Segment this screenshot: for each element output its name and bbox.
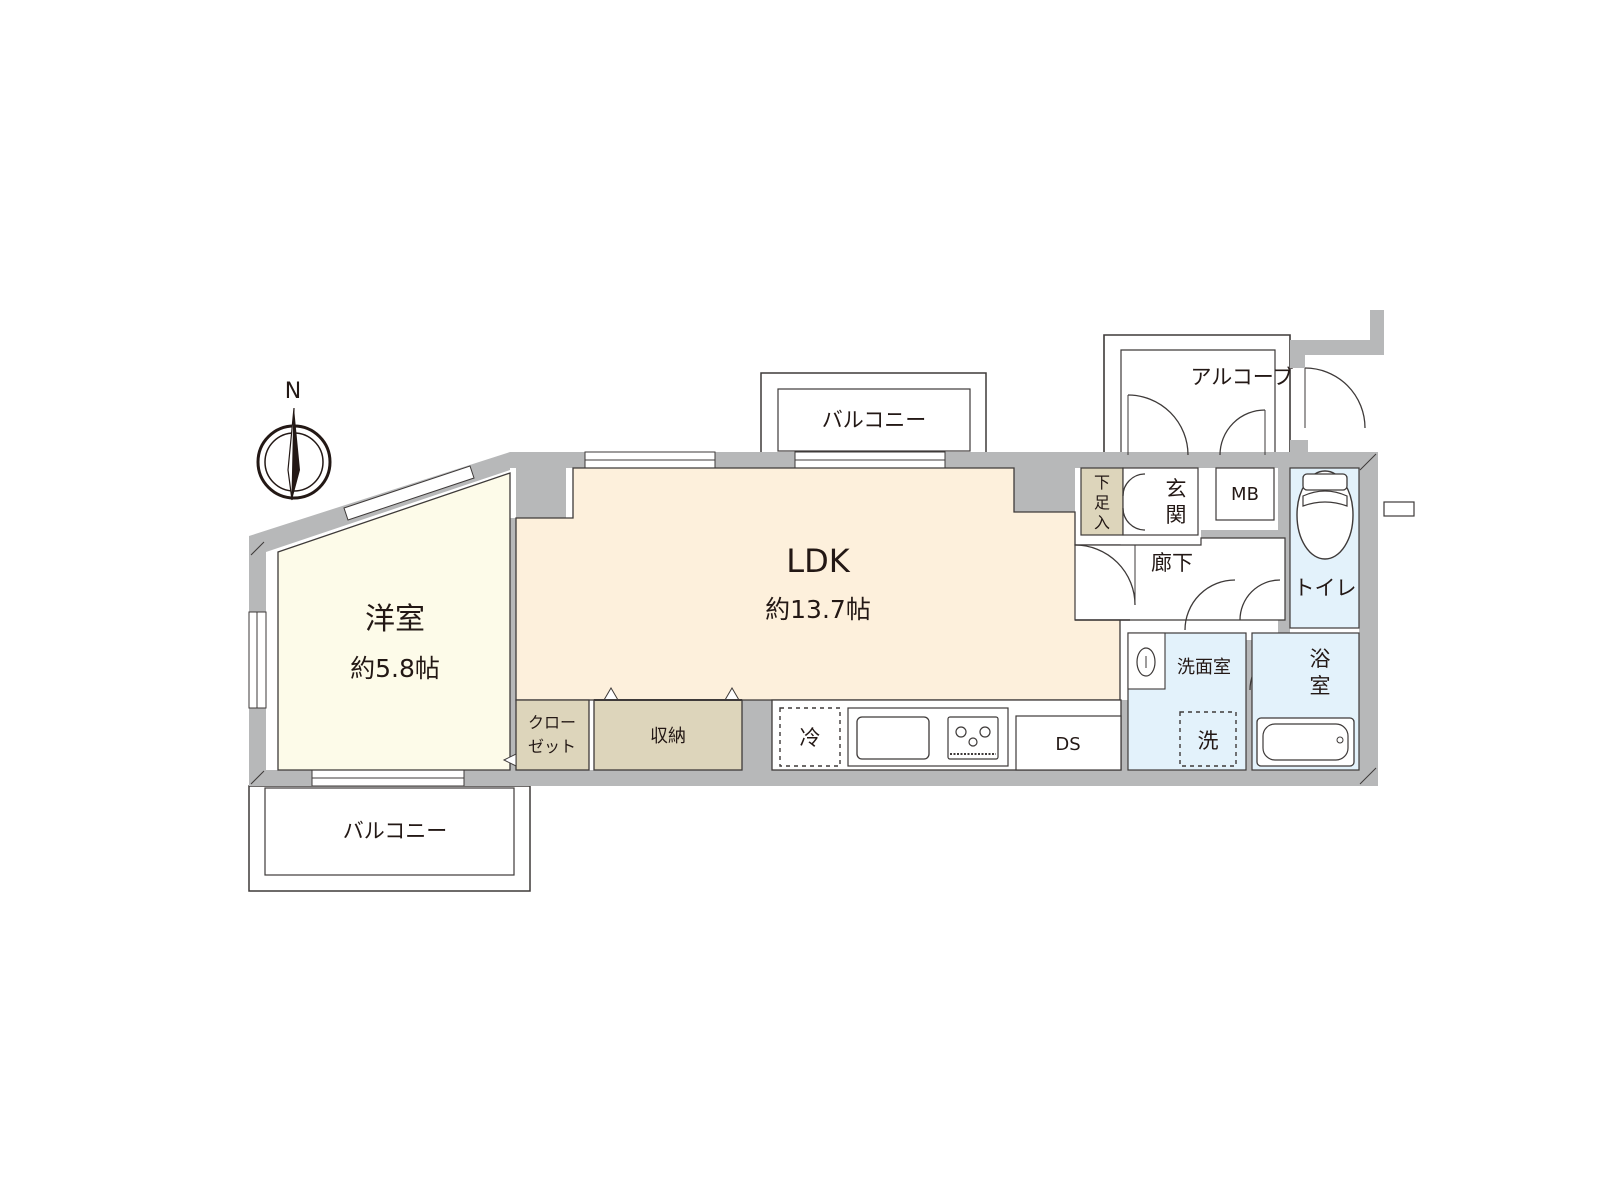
balcony-bottom: バルコニー bbox=[248, 785, 531, 892]
compass: N bbox=[256, 379, 332, 501]
ldk-name: LDK bbox=[786, 542, 850, 580]
entrance-label-1: 玄 bbox=[1166, 477, 1187, 501]
room-western: 洋室 約5.8帖 bbox=[277, 472, 511, 771]
stove-icon bbox=[947, 716, 999, 760]
north-label: N bbox=[285, 379, 301, 404]
room-entrance: 玄 関 bbox=[1122, 467, 1199, 536]
ds-label: DS bbox=[1055, 734, 1080, 755]
closet-label-line1: クロー bbox=[528, 713, 576, 732]
mb-label: MB bbox=[1231, 484, 1259, 505]
kitchen: 冷 DS bbox=[771, 699, 1122, 771]
balcony-top-label: バルコニー bbox=[822, 408, 927, 432]
room-closet: クロー ゼット bbox=[502, 699, 590, 771]
room-ldk: LDK 約13.7帖 bbox=[515, 467, 1121, 701]
washer-label: 洗 bbox=[1198, 729, 1219, 753]
alcove-doors bbox=[1127, 367, 1366, 456]
fridge-label: 冷 bbox=[800, 726, 821, 750]
storage-label: 収納 bbox=[650, 726, 686, 747]
ds-box bbox=[1015, 715, 1122, 771]
toilet-label: トイレ bbox=[1294, 576, 1357, 600]
ldk-area: 約13.7帖 bbox=[765, 595, 871, 624]
toilet-icon bbox=[1296, 470, 1354, 560]
entrance-label-2: 関 bbox=[1166, 503, 1187, 527]
bath-label-1: 浴 bbox=[1310, 647, 1331, 671]
western-room-name: 洋室 bbox=[365, 602, 425, 637]
washer-space bbox=[1179, 711, 1237, 767]
balcony-top: バルコニー bbox=[760, 372, 987, 454]
room-shoe-storage: 下 足 入 bbox=[1080, 467, 1124, 536]
windows bbox=[248, 451, 946, 787]
washroom-label: 洗面室 bbox=[1177, 657, 1231, 678]
fridge-space bbox=[779, 707, 841, 767]
svg-text:下: 下 bbox=[1094, 473, 1110, 492]
room-bath: 浴 室 bbox=[1251, 632, 1360, 771]
balcony-bottom-label: バルコニー bbox=[343, 819, 448, 843]
svg-text:足: 足 bbox=[1094, 493, 1110, 512]
hallway-label: 廊下 bbox=[1151, 551, 1193, 575]
room-toilet: トイレ bbox=[1289, 467, 1360, 629]
svg-text:入: 入 bbox=[1094, 513, 1110, 532]
room-washroom: 洗面室 洗 bbox=[1127, 632, 1295, 771]
bathtub-icon bbox=[1256, 717, 1355, 767]
western-room-area: 約5.8帖 bbox=[350, 654, 440, 683]
alcove: アルコーブ bbox=[1103, 310, 1415, 517]
room-mb: MB bbox=[1215, 467, 1275, 521]
closet-label-line2: ゼット bbox=[528, 737, 576, 756]
bath-label-2: 室 bbox=[1310, 674, 1331, 698]
room-storage: 収納 bbox=[593, 687, 743, 771]
alcove-label: アルコーブ bbox=[1190, 365, 1293, 389]
sink-icon bbox=[856, 716, 930, 760]
room-hallway: 廊下 bbox=[1074, 537, 1286, 631]
